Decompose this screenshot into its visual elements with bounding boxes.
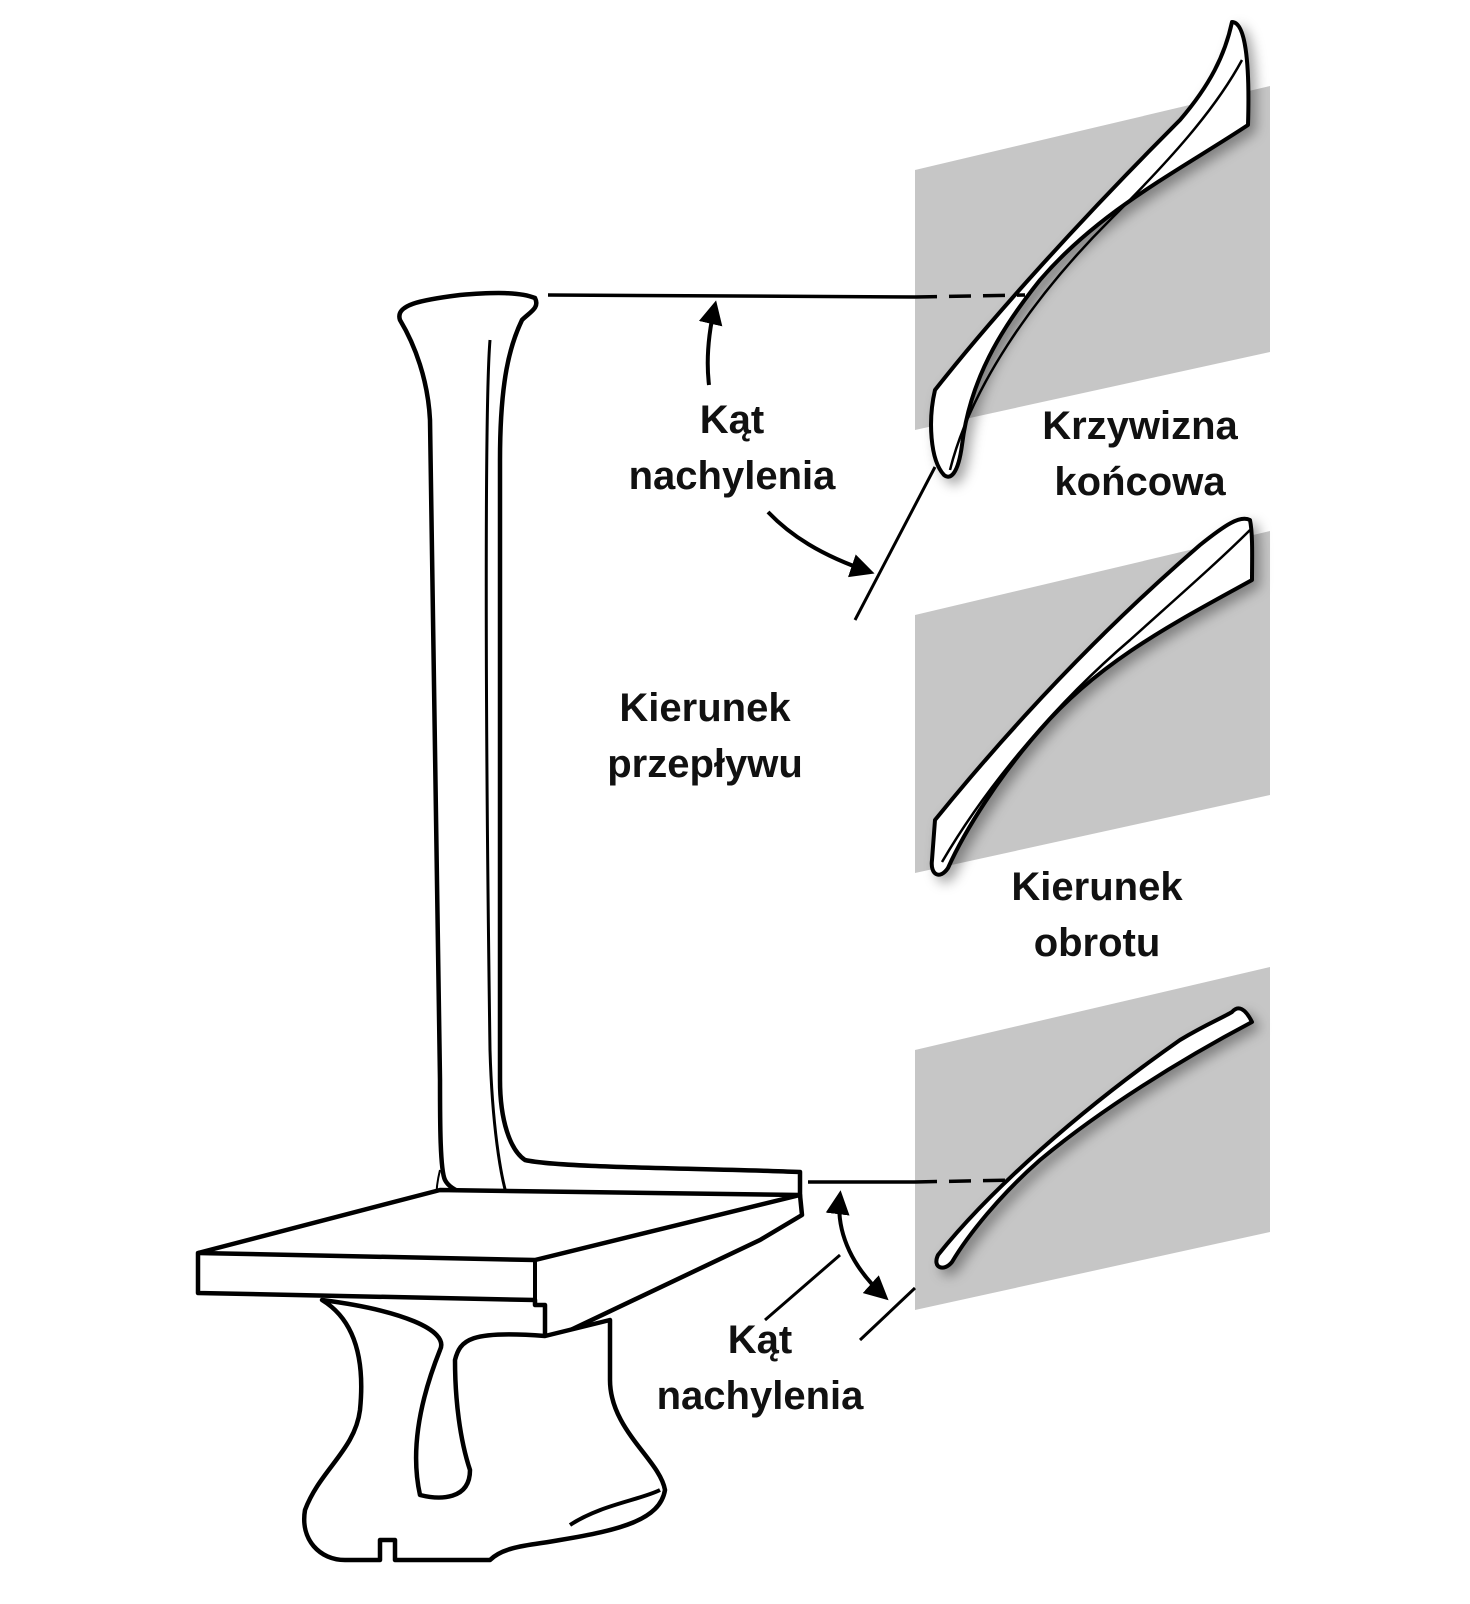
flow-direction-label-line2: przepływu: [607, 742, 803, 786]
blade-trailing-edge: [484, 339, 512, 1206]
root-leader-line: [764, 1253, 841, 1322]
rotation-direction-label-line2: obrotu: [1033, 921, 1161, 965]
tip-section-panel: [915, 86, 1270, 430]
root-chord-line: [858, 1286, 917, 1342]
tip-reference-dashed: [914, 293, 1026, 299]
tip-reference-line: [547, 293, 916, 299]
flow-direction-label-line1: Kierunek: [619, 686, 791, 730]
mid-airfoil-camber: [940, 529, 1251, 863]
rotation-direction-label: Kierunek obrotu: [982, 859, 1212, 971]
tip-airfoil-camber: [948, 59, 1244, 471]
mid-airfoil-section: [929, 516, 1255, 877]
tip-angle-label: Kąt nachylenia: [612, 392, 852, 504]
flow-direction-label: Kierunek przepływu: [580, 680, 830, 792]
tip-angle-label-line2: nachylenia: [628, 454, 836, 498]
tip-angle-label-line1: Kąt: [699, 398, 765, 442]
rotation-direction-label-line1: Kierunek: [1011, 865, 1183, 909]
root-angle-label: Kąt nachylenia: [640, 1312, 880, 1424]
tip-curvature-label-line2: końcowa: [1054, 460, 1226, 504]
tip-airfoil-section: [929, 20, 1251, 479]
root-angle-label-line2: nachylenia: [656, 1374, 864, 1418]
tip-angle-arrow-down: [766, 510, 875, 578]
tip-chord-line: [853, 466, 937, 621]
tip-curvature-label-line1: Krzywizna: [1042, 404, 1238, 448]
blade-root: [301, 1297, 668, 1563]
root-airfoil-section: [934, 1006, 1254, 1270]
root-lower-lobe: [568, 1488, 661, 1527]
root-angle-arrow: [825, 1190, 889, 1301]
tip-curvature-label: Krzywizna końcowa: [1020, 398, 1260, 510]
root-reference-dashed: [914, 1178, 1016, 1184]
blade-airfoil: [397, 290, 803, 1203]
tip-angle-arrow-up: [698, 300, 723, 386]
root-angle-label-line1: Kąt: [727, 1318, 793, 1362]
